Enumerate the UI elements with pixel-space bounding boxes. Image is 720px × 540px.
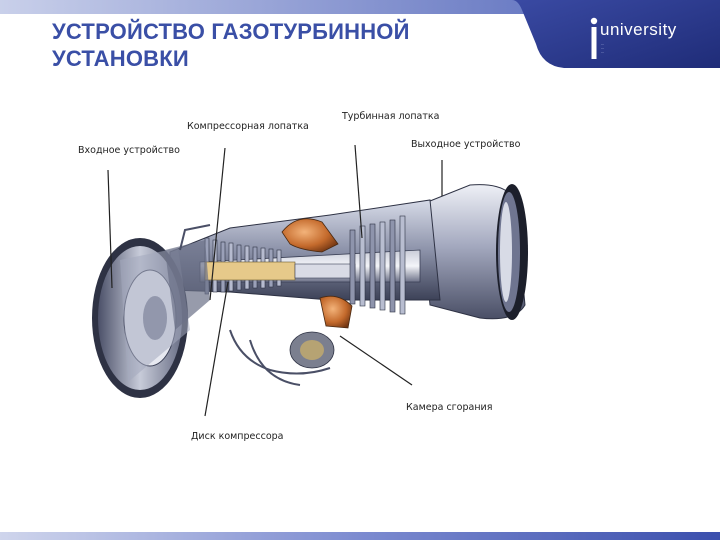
leader-line-inlet xyxy=(107,169,113,289)
university-logo xyxy=(512,0,720,68)
slide-title-line-1: УСТРОЙСТВО ГАЗОТУРБИННОЙ xyxy=(52,19,410,44)
leader-line-compressor-disc xyxy=(204,281,229,417)
slide-title: УСТРОЙСТВО ГАЗОТУРБИННОЙ УСТАНОВКИ xyxy=(52,18,472,72)
accessory-pipes xyxy=(179,224,331,386)
label-turbine-blade: Турбинная лопатка xyxy=(342,111,440,122)
logo-subtitle: ... ... ... xyxy=(601,42,671,55)
slide-title-line-2: УСТАНОВКИ xyxy=(52,46,189,71)
label-compressor-blade: Компрессорная лопатка xyxy=(187,121,309,132)
leader-lines xyxy=(107,144,443,417)
turbine-blades xyxy=(349,215,406,315)
inlet-section xyxy=(92,238,210,398)
logo-subtitle-line: ... xyxy=(601,50,605,55)
label-inlet: Входное устройство xyxy=(78,145,180,156)
bottom-accent-bar xyxy=(0,532,720,540)
compressor-disc xyxy=(204,261,356,281)
logo-subtitle-line: ... xyxy=(601,42,605,46)
leader-line-combustion xyxy=(339,335,413,386)
turbine-casing xyxy=(169,199,441,301)
logo-wordmark: university xyxy=(600,20,677,39)
outlet-section xyxy=(419,184,528,320)
combustion-chamber xyxy=(281,218,353,369)
leader-line-compressor-blade xyxy=(209,147,226,301)
leader-line-turbine-blade xyxy=(354,144,363,239)
label-compressor-disc: Диск компрессора xyxy=(191,431,284,442)
label-outlet: Выходное устройство xyxy=(411,139,521,150)
label-combustion-chamber: Камера сгорания xyxy=(406,402,493,413)
logo-subtitle-line: ... xyxy=(601,46,605,51)
